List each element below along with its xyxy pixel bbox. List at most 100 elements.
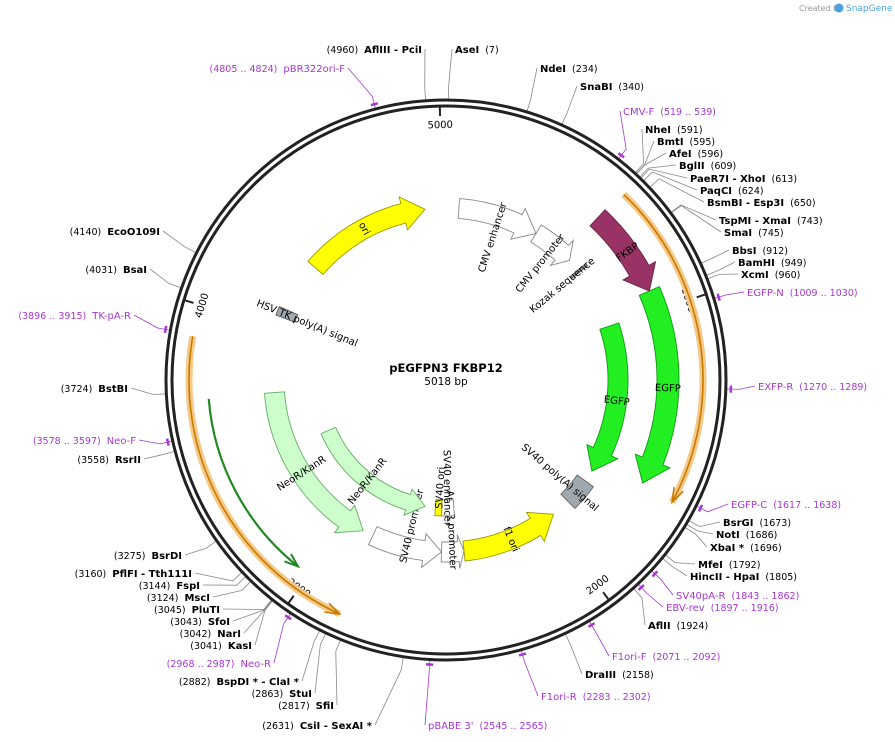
primer-label[interactable]: EBV-rev(1897 .. 1916) [666,603,779,614]
enzyme-label[interactable]: NheI(591) [645,125,703,136]
site-position: (743) [797,216,823,227]
feature-arc[interactable] [457,198,537,240]
site-name: HincII - HpaI [690,572,759,583]
feature-arc[interactable] [440,534,465,569]
enzyme-label[interactable]: (2882)BspDI * - ClaI * [179,677,300,688]
enzyme-label[interactable]: BsmBI - Esp3I(650) [707,198,816,209]
enzyme-label[interactable]: BglII(609) [679,161,736,172]
leader-line [661,557,688,577]
site-position: (3558) [77,455,109,466]
enzyme-label[interactable]: NotI(1686) [716,530,777,541]
enzyme-label[interactable]: AseI(7) [455,45,499,56]
site-name: MscI [184,593,210,604]
site-name: CMV-F [623,107,654,118]
enzyme-label[interactable]: (3275)BsrDI [114,551,182,562]
enzyme-label[interactable]: BmtI(595) [657,137,715,148]
enzyme-label[interactable]: PaeR7I - XhoI(613) [690,174,797,185]
enzyme-label[interactable]: (3160)PflFI - Tth111I [75,569,192,580]
enzyme-label[interactable]: (3558)RsrII [77,455,141,466]
enzyme-label[interactable]: (3724)BstBI [61,384,128,395]
enzyme-label[interactable]: HincII - HpaI(1805) [690,572,797,583]
enzyme-label[interactable]: NdeI(234) [540,64,598,75]
primer-mark [163,325,168,334]
enzyme-label[interactable]: DraIII(2158) [585,670,654,681]
enzyme-label[interactable]: (3043)SfoI [170,617,230,628]
feature-arc[interactable] [462,511,555,562]
enzyme-label[interactable]: (3042)NarI [180,629,241,640]
leader-line [520,648,539,697]
site-position: (3578 .. 3597) [33,436,101,447]
leader-line [706,273,739,280]
enzyme-label[interactable]: (3045)PluTI [154,605,220,616]
enzyme-label[interactable]: XcmI(960) [741,270,800,281]
enzyme-label[interactable]: SmaI(745) [724,228,784,239]
primer-label[interactable]: (3896 .. 3915)TK-pA-R [18,311,131,322]
enzyme-label[interactable]: (3124)MscI [147,593,210,604]
primer-label[interactable]: F1ori-F(2071 .. 2092) [612,652,720,663]
enzyme-label[interactable]: AfeI(596) [669,149,723,160]
feature-arc[interactable] [634,285,680,484]
feature-arc[interactable] [367,526,443,569]
enzyme-label[interactable]: SnaBI(340) [580,82,644,93]
enzyme-label[interactable]: BamHI(949) [738,258,806,269]
site-name: PaqCI [700,186,732,197]
enzyme-label[interactable]: XbaI *(1696) [710,543,782,554]
feature-arc[interactable] [264,391,364,534]
enzyme-label[interactable]: AflII(1924) [648,621,708,632]
tick-label: 5000 [427,120,453,132]
primer-mark [697,504,704,512]
enzyme-label[interactable]: (2631)CsiI - SexAI * [262,721,373,732]
primer-label[interactable]: (3578 .. 3597)Neo-F [33,436,136,447]
primer-label[interactable]: CMV-F(519 .. 539) [623,107,716,118]
primer-label[interactable]: F1ori-R(2283 .. 2302) [541,692,651,703]
feature-arc[interactable] [589,209,657,292]
leader-line [149,268,183,289]
orf-line [188,336,340,615]
site-name: Neo-R [241,659,272,670]
feature-arc[interactable] [530,224,574,267]
site-position: (1843 .. 1862) [731,591,799,602]
primer-label[interactable]: pBABE 3'(2545 .. 2565) [428,721,547,732]
site-position: (595) [690,137,716,148]
primer-mark [370,102,379,107]
feature-arc[interactable] [434,499,443,517]
enzyme-label[interactable]: (4031)BsaI [85,265,147,276]
enzyme-label[interactable]: (4960)AflIII - PciI [327,45,422,56]
feature-arc[interactable] [586,322,629,472]
plasmid-size: 5018 bp [424,376,468,388]
site-name: AflIII - PciI [364,45,422,56]
enzyme-label[interactable]: BsrGI(1673) [723,518,791,529]
site-name: SfoI [208,617,230,628]
enzyme-label[interactable]: BbsI(912) [732,246,788,257]
enzyme-label[interactable]: (3144)FspI [139,581,200,592]
primer-label[interactable]: (2968 .. 2987)Neo-R [167,659,271,670]
primer-label[interactable]: EGFP-N(1009 .. 1030) [747,288,858,299]
site-name: NotI [716,530,740,541]
primer-label[interactable]: EGFP-C(1617 .. 1638) [731,500,841,511]
feature-arc[interactable] [569,262,589,279]
enzyme-label[interactable]: (3041)KasI [190,641,252,652]
enzyme-label[interactable]: (2817)SfiI [278,701,334,712]
primer-label[interactable]: (4805 .. 4824)pBR322ori-F [210,64,346,75]
orf-arcs [185,191,707,618]
enzyme-label[interactable]: TspMI - XmaI(743) [719,216,823,227]
enzyme-label[interactable]: MfeI(1792) [698,560,760,571]
feature-arc[interactable] [320,426,426,517]
site-name: PaeR7I - XhoI [690,174,766,185]
enzyme-label[interactable]: (2863)StuI [252,689,312,700]
enzyme-label[interactable]: PaqCI (624) [700,186,764,197]
site-name: AflII [648,621,671,632]
site-position: (624) [738,186,764,197]
feature-arc[interactable] [307,196,426,276]
primer-mark [165,438,170,446]
leader-line [712,291,745,300]
primer-label[interactable]: EXFP-R(1270 .. 1289) [758,382,867,393]
enzyme-label[interactable]: (4140)EcoO109I [70,227,160,238]
leader-line [254,599,274,646]
site-name: XbaI * [710,543,745,554]
feature-arc[interactable] [275,306,299,323]
leader-line [194,571,244,582]
feature-arc[interactable] [560,474,595,510]
primer-label[interactable]: SV40pA-R(1843 .. 1862) [676,591,799,602]
